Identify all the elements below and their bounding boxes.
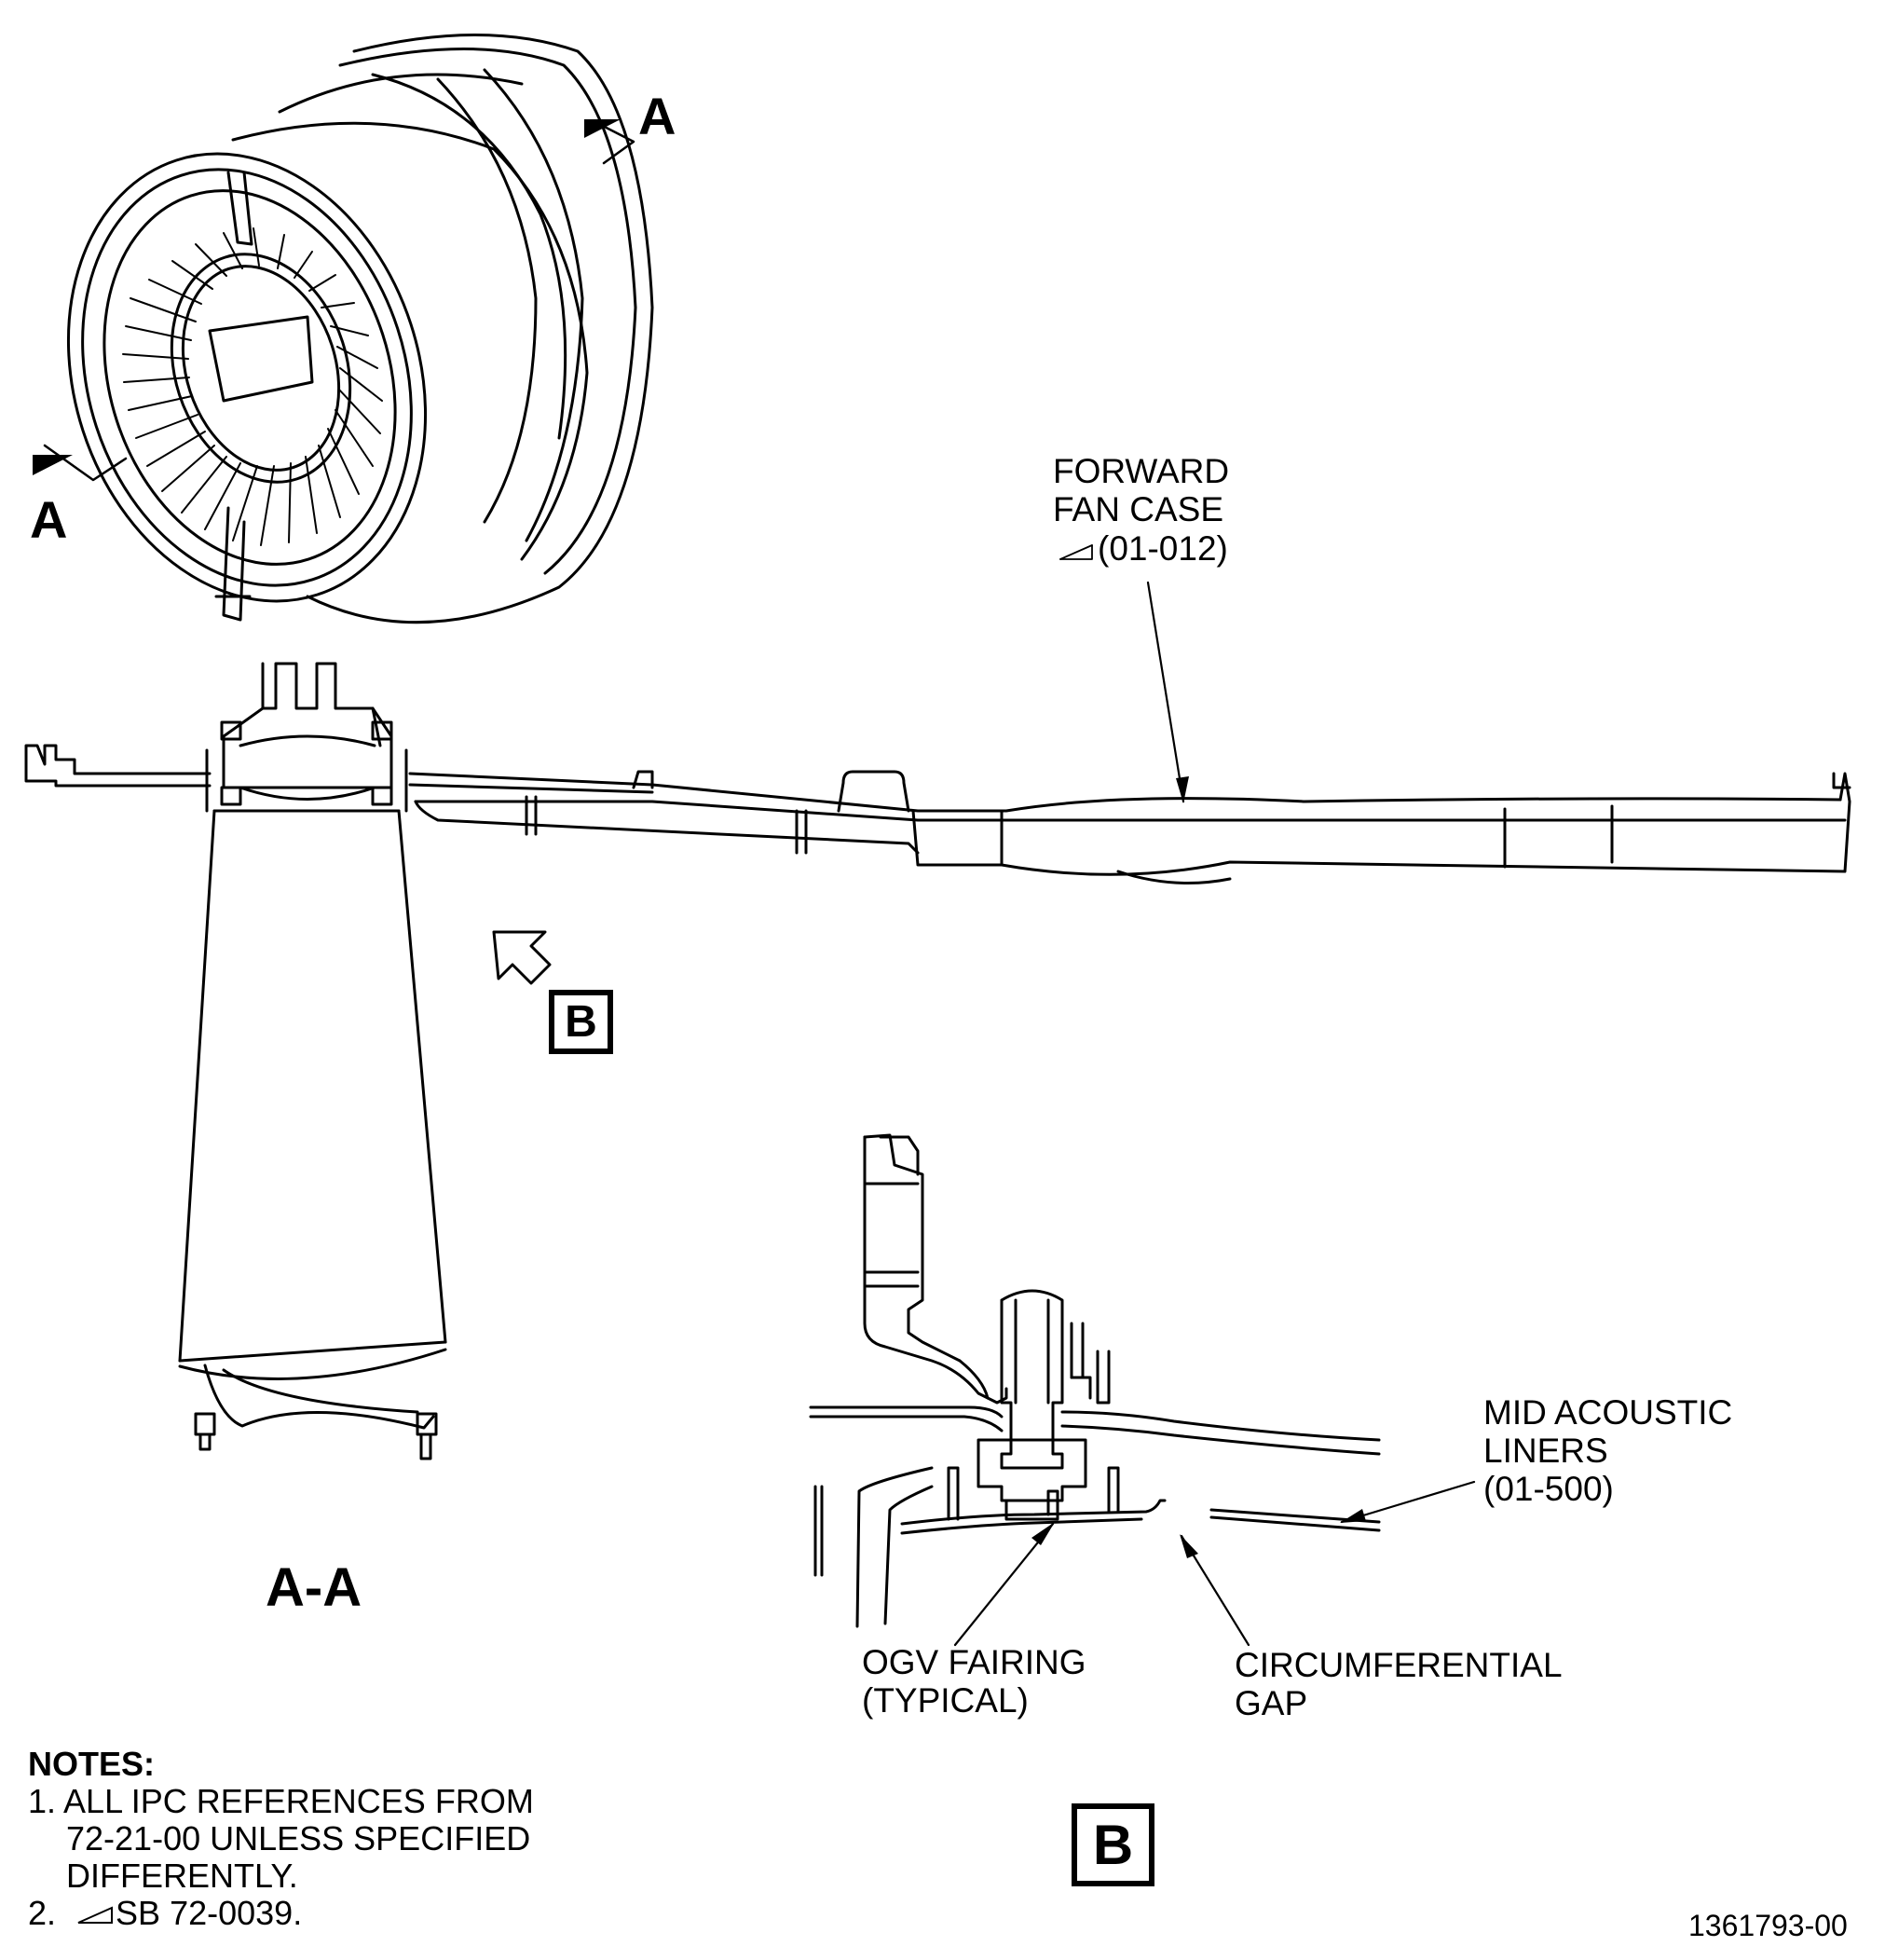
detail-b-title-box: B xyxy=(1072,1803,1154,1886)
ogv-fairing-label-line2: (TYPICAL) xyxy=(862,1681,1029,1720)
section-cut-label-lower: A xyxy=(30,490,68,549)
fan-case-isometric-view xyxy=(33,34,654,624)
forward-fan-case-label-line3: (01-012) xyxy=(1098,529,1228,568)
mid-acoustic-liners-label-line3: (01-500) xyxy=(1483,1470,1614,1508)
note-2-number: 2. xyxy=(28,1894,57,1932)
note-1: 1. ALL IPC REFERENCES FROM xyxy=(28,1783,534,1820)
revision-triangle-icon xyxy=(77,1906,114,1924)
note-2-line1: SB 72-0039. xyxy=(116,1894,303,1932)
note-1-line3: DIFFERENTLY. xyxy=(66,1857,298,1895)
forward-fan-case-label-line2: FAN CASE xyxy=(1053,490,1223,528)
circumferential-gap-label-line2: GAP xyxy=(1235,1684,1308,1722)
figure-id: 1361793-00 xyxy=(1688,1909,1848,1942)
circumferential-gap-label-line1: CIRCUMFERENTIAL xyxy=(1235,1646,1563,1684)
ogv-fairing-label-line1: OGV FAIRING xyxy=(862,1643,1086,1681)
note-2: 2. SB 72-0039. xyxy=(28,1895,534,1932)
mid-acoustic-liners-label-line2: LINERS xyxy=(1483,1432,1608,1470)
forward-fan-case-label-line1: FORWARD xyxy=(1053,452,1230,490)
detail-b-view xyxy=(809,1133,1381,1628)
note-1-line1: ALL IPC REFERENCES FROM xyxy=(63,1782,534,1820)
notes-block: NOTES: 1. ALL IPC REFERENCES FROM 72-21-… xyxy=(28,1746,534,1932)
section-cut-label-upper: A xyxy=(638,87,676,145)
notes-heading: NOTES: xyxy=(28,1745,156,1783)
note-1-number: 1. xyxy=(28,1782,57,1820)
section-title: A-A xyxy=(266,1557,362,1618)
note-1-line2: 72-21-00 UNLESS SPECIFIED xyxy=(66,1819,531,1857)
leader-lines xyxy=(953,581,1476,1647)
section-a-a-view xyxy=(24,662,1851,1460)
detail-b-reference-box: B xyxy=(549,990,613,1054)
view-b-arrow xyxy=(492,930,552,985)
mid-acoustic-liners-label-line1: MID ACOUSTIC xyxy=(1483,1393,1733,1432)
